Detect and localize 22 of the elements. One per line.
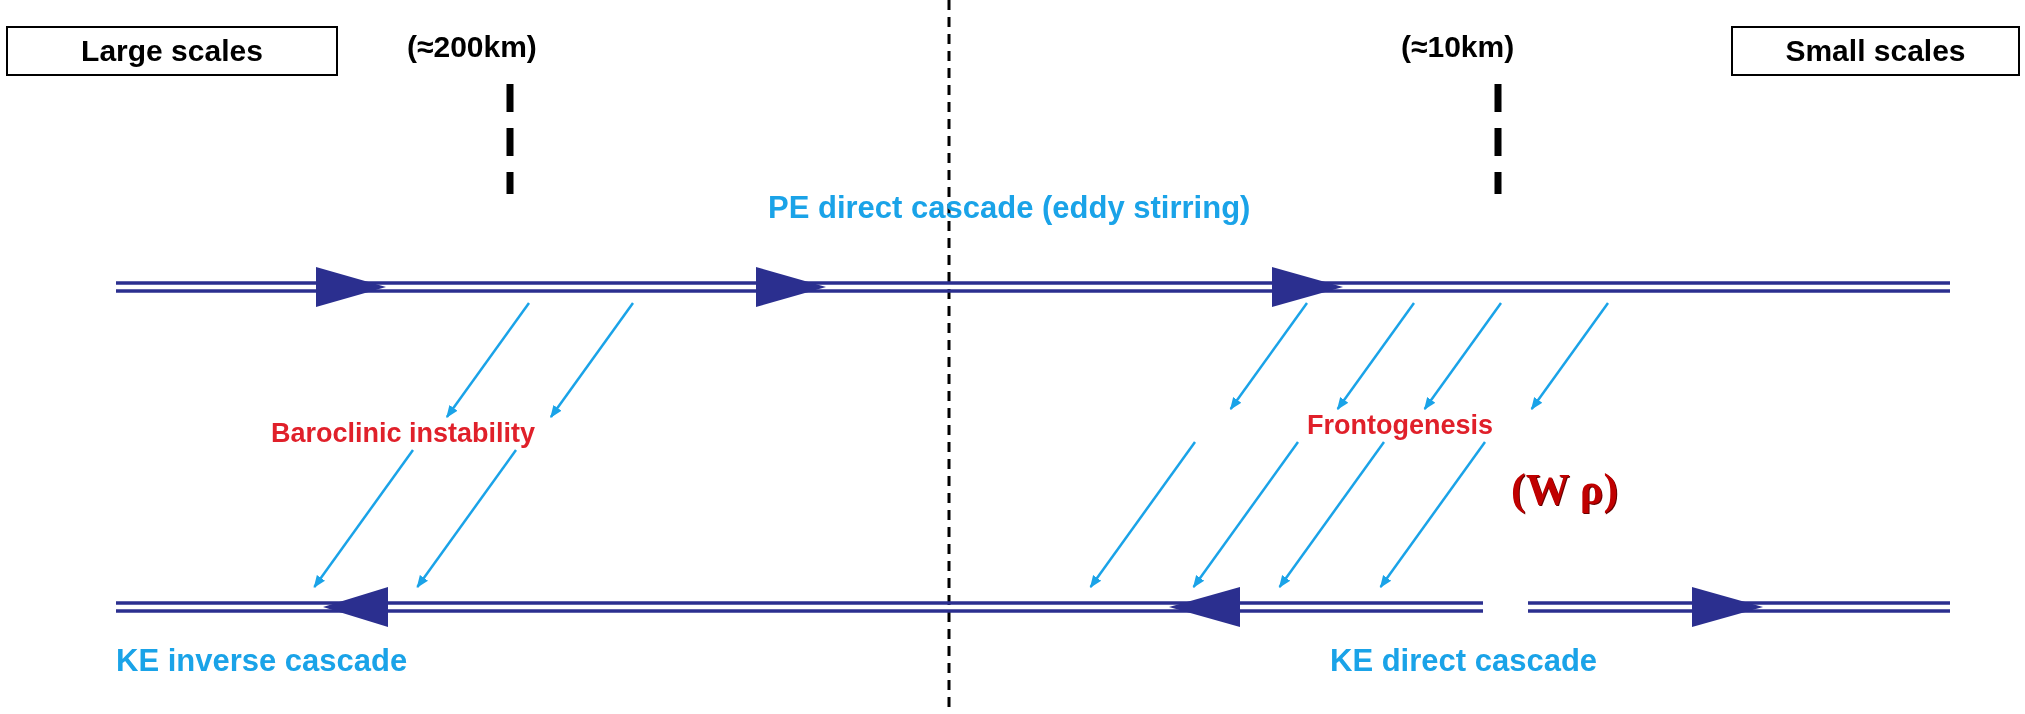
process-label: Baroclinic instability <box>271 418 536 449</box>
cascade-label: KE direct cascade <box>1330 643 1598 679</box>
scale-box: Small scales <box>1731 26 2020 76</box>
cascade-label: PE direct cascade (eddy stirring) <box>768 190 1251 226</box>
flux-label: (W ρ) <box>1511 464 1619 515</box>
scale-label: (≈10km) <box>1401 30 1515 64</box>
arrow <box>1530 302 1609 410</box>
arrow <box>1229 302 1308 410</box>
arrow <box>1192 441 1299 588</box>
arrow <box>1423 302 1502 410</box>
arrow <box>445 302 530 418</box>
process-label: Frontogenesis <box>1160 410 1640 441</box>
arrow <box>549 302 634 418</box>
scale-box: Large scales <box>6 26 338 76</box>
arrow <box>313 449 414 588</box>
arrow <box>1379 441 1486 588</box>
arrow <box>1278 441 1385 588</box>
arrow <box>1089 441 1196 588</box>
cascade-label: KE inverse cascade <box>116 643 408 679</box>
scale-label: (≈200km) <box>407 30 537 64</box>
arrow <box>1336 302 1415 410</box>
arrow <box>416 449 517 588</box>
